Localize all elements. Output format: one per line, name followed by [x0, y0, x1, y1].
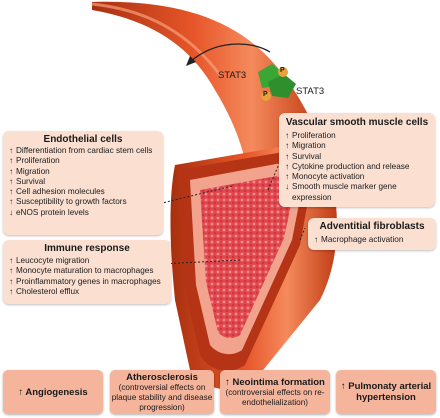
outcome-title: Atherosclerosis — [126, 371, 198, 383]
stat3-label-left: STAT3 — [218, 70, 247, 81]
list-item: ↑Monocyte maturation to macrophages — [9, 266, 154, 276]
immune-response-list: ↑Leucocyte migration ↑Monocyte maturatio… — [9, 256, 165, 297]
list-item: ↑Survival — [285, 151, 322, 161]
list-item: ↑Cholesterol efflux — [9, 286, 80, 296]
list-item: ↑Cell adhesion molecules — [9, 187, 105, 197]
adventitial-fibroblasts-list: ↑Macrophage activation — [314, 235, 430, 245]
outcome-title: ↑ Neointima formation — [225, 376, 325, 388]
outcome-title: ↑ Pulmonaty arterial hypertension — [340, 381, 432, 403]
list-item: ↑Differentiation from cardiac stem cells — [9, 146, 153, 155]
phospho-label-top: P — [280, 67, 285, 74]
outcome-subtitle: (controversial effects on plaque stabili… — [111, 382, 213, 412]
endothelial-cells-box: Endothelial cells ↑Differentiation from … — [3, 131, 163, 235]
list-item: ↑Monocyte activation — [285, 172, 365, 182]
list-item: ↑Migration — [285, 141, 326, 151]
list-item: ↑Survival — [9, 176, 46, 186]
vsmc-box: Vascular smooth muscle cells ↑Proliferat… — [279, 113, 435, 207]
list-item: ↑Proliferation — [9, 156, 60, 166]
outcome-title: ↑ Angiogenesis — [18, 386, 88, 398]
outcome-angiogenesis: ↑ Angiogenesis — [3, 370, 103, 414]
list-item: ↑Macrophage activation — [314, 235, 404, 244]
vessel-upper-tube — [92, 1, 320, 160]
endothelial-cells-title: Endothelial cells — [43, 134, 123, 145]
outcome-neointima: ↑ Neointima formation (controversial eff… — [220, 370, 330, 414]
stat3-label-right: STAT3 — [296, 86, 325, 97]
outcome-subtitle: (controversial effects on re-endothelial… — [225, 387, 325, 407]
list-item: ↑Susceptibility to growth factors — [9, 197, 127, 207]
immune-response-title: Immune response — [44, 243, 130, 254]
adventitial-fibroblasts-title: Adventitial fibroblasts — [319, 221, 425, 232]
list-item: ↑Leucocyte migration — [9, 256, 90, 265]
vsmc-list: ↑Proliferation ↑Migration ↑Survival ↑Cyt… — [285, 131, 429, 203]
immune-response-box: Immune response ↑Leucocyte migration ↑Mo… — [3, 240, 171, 304]
stat3-curved-arrow — [189, 43, 271, 63]
adventitial-fibroblasts-box: Adventitial fibroblasts ↑Macrophage acti… — [308, 218, 436, 250]
list-item: ↓Smooth muscle marker gene expression — [285, 182, 397, 202]
endothelial-cells-list: ↑Differentiation from cardiac stem cells… — [9, 146, 157, 218]
vsmc-title: Vascular smooth muscle cells — [285, 117, 429, 128]
list-item: ↑Cytokine production and release — [285, 161, 410, 171]
phospho-label-bottom: P — [263, 91, 268, 98]
list-item: ↓eNOS protein levels — [9, 207, 89, 217]
list-item: ↑Proliferation — [285, 131, 336, 140]
list-item: ↑Proinflammatory genes in macrophages — [9, 276, 161, 286]
list-item: ↑Migration — [9, 166, 50, 176]
outcome-atherosclerosis: Atherosclerosis (controversial effects o… — [110, 370, 214, 414]
outcome-pulmonary-hypertension: ↑ Pulmonaty arterial hypertension — [336, 370, 436, 414]
stat3-dimer-icon — [258, 64, 296, 101]
